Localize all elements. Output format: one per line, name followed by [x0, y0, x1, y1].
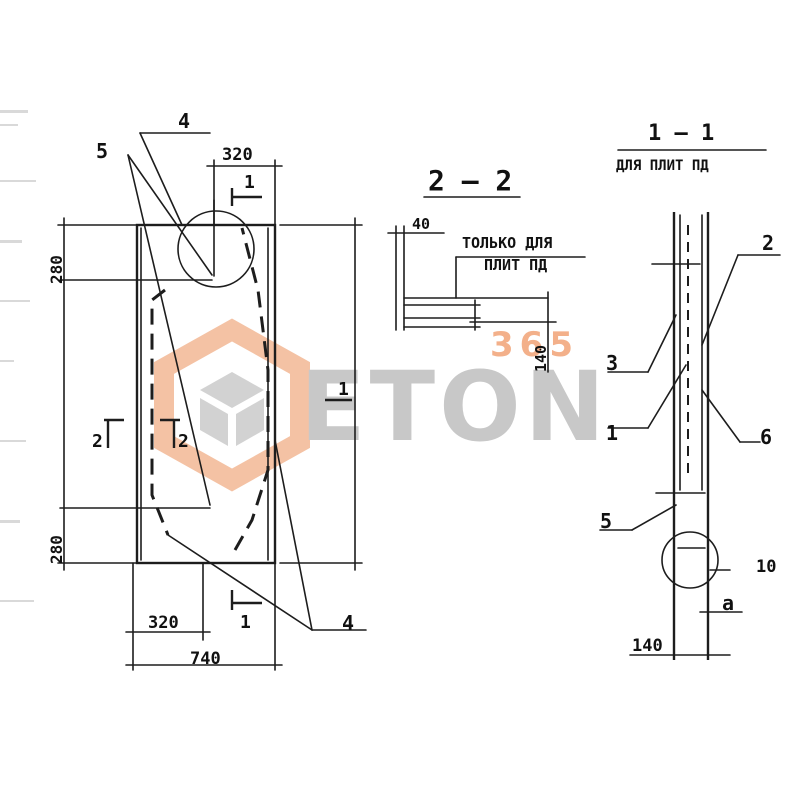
dashed-reinforcement-contour: [150, 227, 270, 551]
section-2-2-title: 2 — 2: [428, 164, 512, 197]
callout-4-top: 4: [178, 109, 190, 133]
dim-top-320: 320: [222, 145, 253, 165]
note-only-for-line1: ТОЛЬКО ДЛЯ: [462, 234, 552, 252]
dim-280-bottom: 280: [47, 535, 66, 564]
dim-740: 740: [190, 649, 221, 669]
callout-5: 5: [96, 139, 108, 163]
detail-circle-10: [661, 531, 719, 589]
dim-a: a: [722, 591, 734, 615]
callout-2: 2: [762, 231, 774, 255]
section-mark-2-right: 2: [178, 431, 189, 452]
section-mark-1-right: 1: [338, 379, 349, 400]
callout-1: 1: [606, 421, 618, 445]
callout-3: 3: [606, 351, 618, 375]
callout-6: 6: [760, 425, 772, 449]
watermark-logo: 365 ETON: [154, 318, 609, 492]
watermark-hexagon-icon: [154, 318, 310, 492]
dim-bottom-320: 320: [148, 613, 179, 633]
section-1-1-subtitle: ДЛЯ ПЛИТ ПД: [616, 158, 709, 174]
watermark-cube-icon: [200, 372, 264, 446]
dim-140-section-1: 140: [632, 636, 663, 656]
section-mark-1-bottom: 1: [240, 612, 251, 633]
slab-outline: [135, 223, 277, 565]
section-mark-2-left: 2: [92, 431, 103, 452]
dim-140-section-2: 140: [532, 345, 550, 372]
plan-view: 4 5 320 1 280 280 2 2 1 1 4 320 740: [47, 109, 367, 671]
section-2-2: 2 — 2 40 ТОЛЬКО ДЛЯ ПЛИТ ПД 140: [387, 164, 586, 373]
section-1-1: 1 — 1 ДЛЯ ПЛИТ ПД 2 3 1 6 5 10 a: [599, 121, 781, 660]
callout-5-section: 5: [600, 509, 612, 533]
note-only-for-line2: ПЛИТ ПД: [484, 256, 547, 274]
watermark-number: 365: [490, 325, 579, 365]
dim-280-top: 280: [47, 255, 66, 284]
section-mark-1-top: 1: [244, 172, 255, 193]
callout-4-bottom: 4: [342, 611, 354, 635]
dim-40: 40: [412, 215, 430, 233]
section-1-1-title: 1 — 1: [648, 121, 714, 146]
detail-circle-top: [177, 210, 255, 288]
scan-noise: [0, 110, 36, 602]
watermark-brand: ETON: [300, 351, 609, 463]
callout-10: 10: [756, 557, 776, 577]
